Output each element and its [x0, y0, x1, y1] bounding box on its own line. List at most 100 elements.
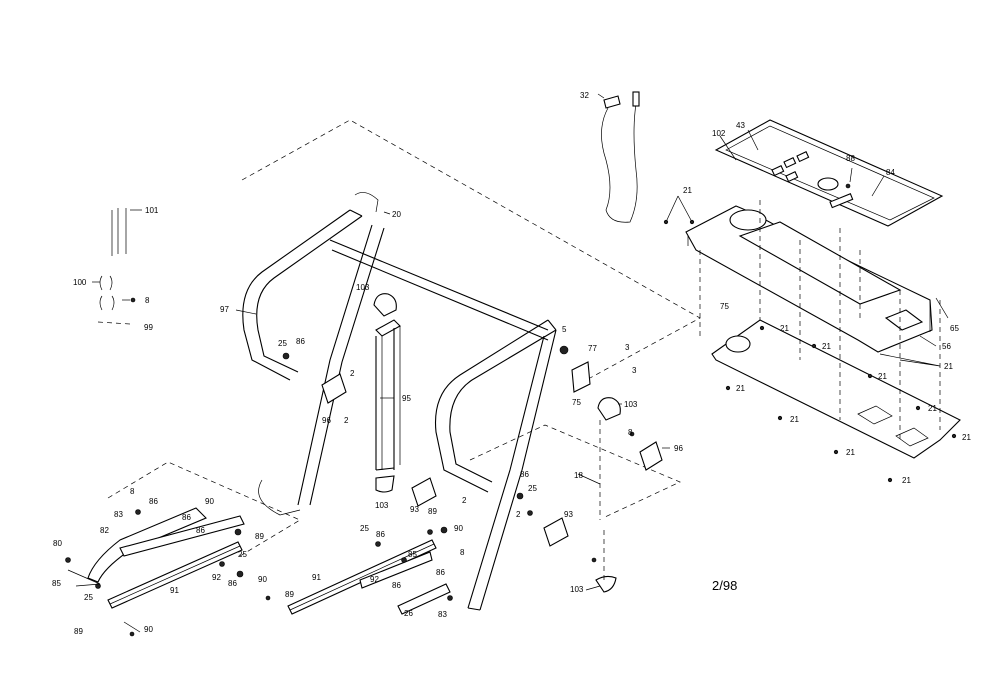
end-cap-bottom-right — [595, 575, 617, 593]
label-102: 102 — [712, 129, 726, 138]
part-labels: 101 100 8 99 97 20 103 25 86 2 95 96 2 5… — [52, 91, 971, 636]
label-89-left: 89 — [255, 532, 264, 541]
label-21-r1: 21 — [944, 362, 953, 371]
alignment-lines — [599, 200, 941, 580]
hardware-fasteners — [65, 345, 635, 637]
label-8-mid: 8 — [460, 548, 465, 557]
label-97: 97 — [220, 305, 229, 314]
label-86-left: 86 — [228, 579, 237, 588]
label-85-left: 85 — [52, 579, 61, 588]
label-32: 32 — [580, 91, 589, 100]
label-21-r2: 21 — [780, 324, 789, 333]
loose-parts — [97, 208, 136, 325]
label-93-left: 93 — [410, 505, 419, 514]
label-89-mid: 89 — [428, 507, 437, 516]
label-18: 18 — [574, 471, 583, 480]
label-89-base: 89 — [74, 627, 83, 636]
label-2-lower: 2 — [516, 510, 521, 519]
label-3-lower: 3 — [632, 366, 637, 375]
label-101: 101 — [145, 206, 159, 215]
label-3-upper: 3 — [625, 343, 630, 352]
label-77: 77 — [588, 344, 597, 353]
brackets — [321, 361, 663, 547]
label-92-right: 92 — [370, 575, 379, 584]
date-code: 2/98 — [712, 578, 737, 593]
label-83-left: 83 — [114, 510, 123, 519]
label-91-left: 91 — [170, 586, 179, 595]
label-83-right: 83 — [438, 610, 447, 619]
label-21-r6: 21 — [928, 404, 937, 413]
right-base-plane-outline — [469, 424, 681, 518]
label-25-top: 25 — [278, 339, 287, 348]
end-cap-top — [373, 293, 397, 317]
label-21-r5: 21 — [736, 384, 745, 393]
label-82: 82 — [100, 526, 109, 535]
label-26: 26 — [404, 609, 413, 618]
label-21-r9: 21 — [846, 448, 855, 457]
label-103-top: 103 — [356, 283, 370, 292]
label-84: 84 — [886, 168, 895, 177]
label-86-top: 86 — [296, 337, 305, 346]
label-96-right: 96 — [674, 444, 683, 453]
end-cap-bottom-left — [375, 475, 395, 493]
right-base-rails — [287, 539, 451, 615]
label-95: 95 — [402, 394, 411, 403]
label-86-base3: 86 — [196, 526, 205, 535]
label-103-right: 103 — [624, 400, 638, 409]
label-21-top: 21 — [683, 186, 692, 195]
upright-frame — [242, 192, 557, 611]
label-90-low: 90 — [258, 575, 267, 584]
label-80: 80 — [53, 539, 62, 548]
frame-plane-outline — [241, 119, 701, 379]
wire-harness — [601, 91, 640, 223]
label-90-mid: 90 — [454, 524, 463, 533]
label-75-mid: 75 — [572, 398, 581, 407]
label-2-right: 2 — [462, 496, 467, 505]
label-21-r4: 21 — [878, 372, 887, 381]
left-base-rails — [87, 507, 245, 609]
label-25-left: 25 — [238, 550, 247, 559]
upright-post — [375, 319, 401, 471]
label-92-left: 92 — [212, 573, 221, 582]
label-93-right: 93 — [564, 510, 573, 519]
label-103-low: 103 — [570, 585, 584, 594]
label-21-r8: 21 — [962, 433, 971, 442]
label-20: 20 — [392, 210, 401, 219]
label-99: 99 — [144, 323, 153, 332]
label-90-bottom: 90 — [144, 625, 153, 634]
label-21-r7: 21 — [790, 415, 799, 424]
label-86-base: 86 — [149, 497, 158, 506]
label-25-base: 25 — [84, 593, 93, 602]
label-86-right: 86 — [520, 470, 529, 479]
label-8-left: 8 — [145, 296, 150, 305]
label-86-low: 86 — [436, 568, 445, 577]
label-25-right: 25 — [528, 484, 537, 493]
label-25-mid: 25 — [360, 524, 369, 533]
label-8-right: 8 — [628, 428, 633, 437]
label-96-left: 96 — [322, 416, 331, 425]
label-65: 65 — [950, 324, 959, 333]
label-75-right: 75 — [720, 302, 729, 311]
label-2-mid: 2 — [344, 416, 349, 425]
label-56: 56 — [942, 342, 951, 351]
label-100: 100 — [73, 278, 87, 287]
label-86-mid: 86 — [376, 530, 385, 539]
label-5: 5 — [562, 325, 567, 334]
end-cap-right — [597, 397, 621, 421]
label-86-base2: 86 — [182, 513, 191, 522]
motor-hood — [685, 205, 933, 353]
label-fastener-marks — [663, 219, 957, 483]
label-21-r10: 21 — [902, 476, 911, 485]
label-85-mid: 85 — [408, 550, 417, 559]
label-89-low: 89 — [285, 590, 294, 599]
label-8-base: 8 — [130, 487, 135, 496]
label-88: 88 — [846, 154, 855, 163]
label-2-top: 2 — [350, 369, 355, 378]
label-90-base: 90 — [205, 497, 214, 506]
label-86-low2: 86 — [392, 581, 401, 590]
label-103-mid: 103 — [375, 501, 389, 510]
label-91-right: 91 — [312, 573, 321, 582]
leader-lines — [67, 93, 949, 633]
